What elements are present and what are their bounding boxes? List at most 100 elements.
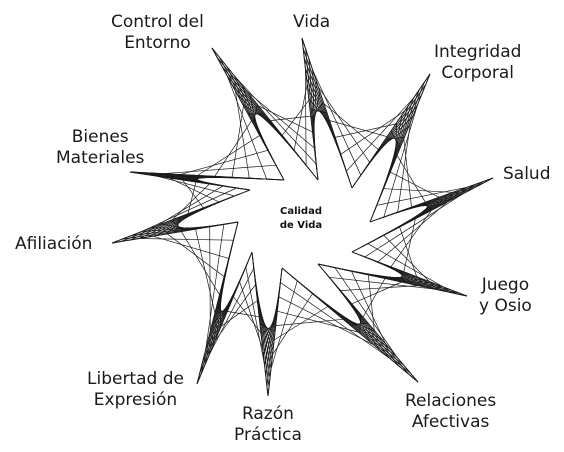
weave-afiliacion-string [172,183,210,221]
spike-relaciones-edge [317,263,419,383]
weave-libertad-string [181,231,220,296]
weave-bienes-string [197,135,260,176]
label-integridad-line1: Integridad [434,42,522,62]
weave-relaciones [270,280,390,369]
spike-juego-edge [351,251,468,297]
weave-integridad-string [397,122,411,213]
weave-juego [329,267,436,358]
weave-salud [364,193,464,287]
spike-juego-edge [317,263,468,297]
weave-libertad-string [205,224,225,350]
label-razon-line2: Práctica [234,425,302,445]
spike-integridad [351,73,431,223]
weave-relaciones-string [280,282,390,359]
weave-libertad-string [209,226,211,332]
weave-libertad-string [195,229,216,314]
label-relaciones-line1: Relaciones [405,391,497,411]
label-relaciones-line2: Afectivas [411,412,490,432]
weave-salud-string [364,193,464,258]
weave-libertad [138,224,234,350]
label-salud: Salud [503,164,551,185]
spike-salud-edge [369,177,494,223]
weave-afiliacion [141,175,237,233]
center-disc [267,188,335,256]
weave-control [234,68,317,166]
label-juego-y-osio: Juego y Osio [479,275,532,317]
weave-razon [208,266,265,366]
weave-afiliacion-string [187,181,197,214]
spike-vida-edge [301,37,319,181]
center-label-line1: Calidad [279,206,322,217]
label-bienes-line1: Bienes [71,127,129,147]
label-afiliacion-line1: Afiliación [15,234,93,254]
weave-integridad-string [383,105,418,218]
spike-razon-edge [251,251,269,397]
label-libertad-line1: Libertad de [87,369,184,389]
weave-vida-string [329,120,388,138]
spike-juego [317,251,468,297]
label-libertad-expresion: Libertad de Expresión [87,369,184,411]
spike-afiliacion-edge [111,221,239,244]
label-control-entorno: Control del Entorno [111,12,204,54]
weave-control-string [270,115,311,121]
label-bienes-materiales: Bienes Materiales [56,127,144,169]
weave-vida [312,69,414,176]
weave-integridad-string [396,155,426,203]
weave-control-string [234,75,317,165]
spike-control-edge [211,47,319,181]
spike-relaciones-edge [281,267,419,383]
weave-juego-string [362,278,386,318]
label-vida-line1: Vida [293,12,331,32]
weave-relaciones-string [278,296,374,346]
weave-salud-string [390,210,432,268]
label-juego-line1: Juego [481,275,530,295]
spike-bienes-edge [129,171,251,191]
weave-bienes-string [214,120,252,177]
spike-vida-edge [301,37,353,189]
weave-juego-string [351,281,402,305]
weave-control-string [246,90,315,149]
spike-libertad [196,221,253,385]
weave-vida-string [323,103,379,150]
weave-relaciones-string [275,318,344,326]
weave-vida-string [318,86,370,163]
weave-vida-string [312,69,362,176]
weave-afiliacion-string [141,187,237,233]
weave-razon-string [233,296,262,334]
weave-relaciones-string [277,310,359,333]
label-razon-line1: Razón [241,404,294,424]
center-label: Calidad de Vida [267,205,335,233]
center-label-line2: de Vida [279,220,323,231]
spike-integridad-edge [351,73,431,189]
spike-afiliacion-edge [111,189,251,244]
spike-libertad-edge [196,251,253,385]
label-libertad-line2: Expresión [93,390,178,410]
weave-salud-string [377,201,448,263]
label-integridad-corporal: Integridad Corporal [434,42,521,84]
label-razon-practica: Razón Práctica [234,404,302,446]
weave-bienes-string [180,149,268,175]
label-vida: Vida [293,12,330,33]
weave-integridad-string [403,138,412,208]
weave-razon-string [239,281,264,350]
label-afiliacion: Afiliación [15,234,92,255]
spike-libertad-edge [196,221,239,385]
spike-integridad-edge [369,73,431,223]
weave-razon-string [245,266,265,366]
label-juego-line2: y Osio [479,296,532,316]
label-integridad-line2: Corporal [441,63,514,83]
spike-bienes-edge [129,171,285,181]
weave-salud-string [403,218,416,272]
weave-juego-string [340,285,419,291]
label-relaciones-afectivas: Relaciones Afectivas [405,391,496,433]
weave-razon-string [227,311,260,318]
spike-bienes [129,171,285,191]
label-control-line1: Control del [111,12,204,32]
spike-razon-edge [267,267,283,397]
weave-bienes-string [162,164,276,175]
weave-juego-string [329,276,436,290]
spike-salud-edge [351,177,494,253]
spike-control-edge [211,47,285,181]
